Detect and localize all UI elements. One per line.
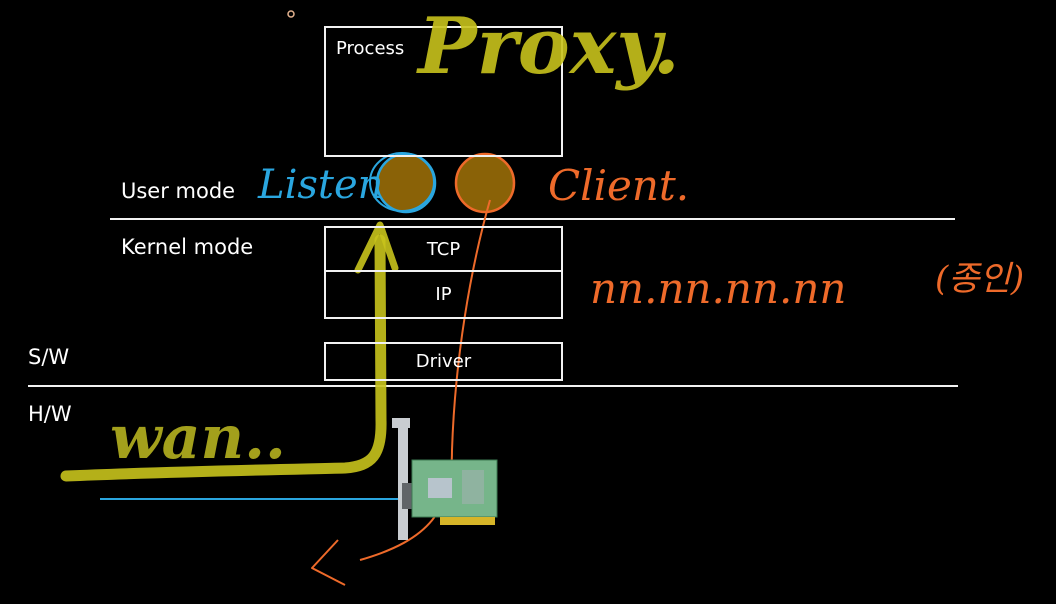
kernel-mode-label: Kernel mode	[121, 235, 254, 259]
process-box: Process	[324, 26, 563, 157]
sw-label: S/W	[28, 345, 70, 369]
hw-label: H/W	[28, 402, 72, 426]
ip-box: IP	[324, 270, 563, 319]
wan-annotation: wan..	[110, 403, 286, 473]
wan-arrowhead	[354, 221, 399, 274]
proxy-annotation: Proxy.	[418, 1, 680, 92]
client-annotation: Client.	[548, 161, 690, 210]
driver-label: Driver	[415, 351, 472, 372]
listen-annotation: Listen	[258, 162, 384, 208]
tcp-label: TCP	[426, 238, 461, 260]
wan-path	[60, 234, 387, 482]
client-socket	[454, 152, 516, 214]
paren-note-annotation: (종인)	[935, 259, 1025, 299]
network-interface-card-icon	[392, 418, 498, 540]
ip-label: IP	[435, 284, 452, 305]
cursor-dot-icon	[287, 10, 295, 18]
client-path	[359, 199, 491, 561]
ip-pattern-annotation: nn.nn.nn.nn	[590, 264, 847, 313]
client-arrowhead	[311, 539, 346, 586]
listen-socket-ring	[369, 152, 435, 212]
process-label: Process	[336, 38, 405, 59]
user-mode-label: User mode	[121, 179, 236, 203]
driver-box: Driver	[324, 342, 563, 381]
tcp-box: TCP	[324, 226, 563, 272]
